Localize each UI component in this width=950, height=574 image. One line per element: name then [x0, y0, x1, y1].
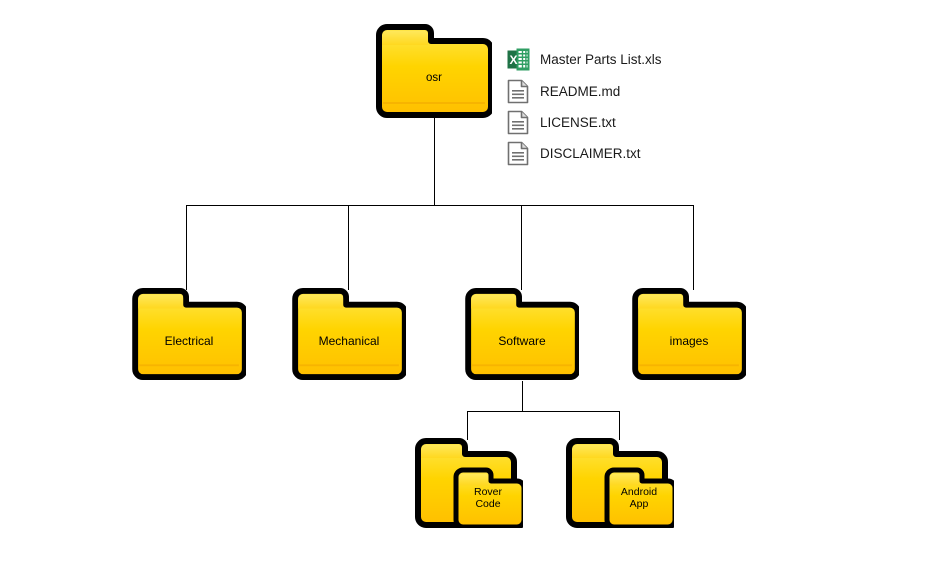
- excel-file-icon: X: [507, 48, 530, 71]
- connector-to-images: [693, 205, 694, 290]
- file-row-disclaimer[interactable]: DISCLAIMER.txt: [507, 141, 641, 166]
- file-name: Master Parts List.xls: [540, 52, 662, 67]
- file-name: LICENSE.txt: [540, 115, 616, 130]
- file-row-readme[interactable]: README.md: [507, 79, 620, 104]
- connector-root-down: [434, 116, 435, 206]
- text-file-icon: [507, 110, 529, 135]
- connector-to-software: [521, 205, 522, 290]
- folder-android-app[interactable]: Android App: [566, 438, 674, 528]
- text-file-icon: [507, 79, 529, 104]
- folder-osr[interactable]: osr: [376, 24, 492, 118]
- connector-software-down: [522, 381, 523, 411]
- connector-to-rover-code: [467, 411, 468, 440]
- file-row-license[interactable]: LICENSE.txt: [507, 110, 616, 135]
- svg-text:X: X: [509, 53, 517, 67]
- file-row-master-parts-list[interactable]: X Master Parts List.xls: [507, 48, 662, 71]
- folder-electrical[interactable]: Electrical: [132, 288, 246, 380]
- connector-to-android-app: [619, 411, 620, 440]
- folder-mechanical[interactable]: Mechanical: [292, 288, 406, 380]
- connector-level2-bus: [186, 205, 694, 206]
- folder-software[interactable]: Software: [465, 288, 579, 380]
- file-name: DISCLAIMER.txt: [540, 146, 641, 161]
- connector-to-mechanical: [348, 205, 349, 290]
- connector-level3-bus: [467, 411, 620, 412]
- file-name: README.md: [540, 84, 621, 99]
- connector-to-electrical: [186, 205, 187, 290]
- text-file-icon: [507, 141, 529, 166]
- folder-rover-code[interactable]: Rover Code: [415, 438, 523, 528]
- folder-images[interactable]: images: [632, 288, 746, 380]
